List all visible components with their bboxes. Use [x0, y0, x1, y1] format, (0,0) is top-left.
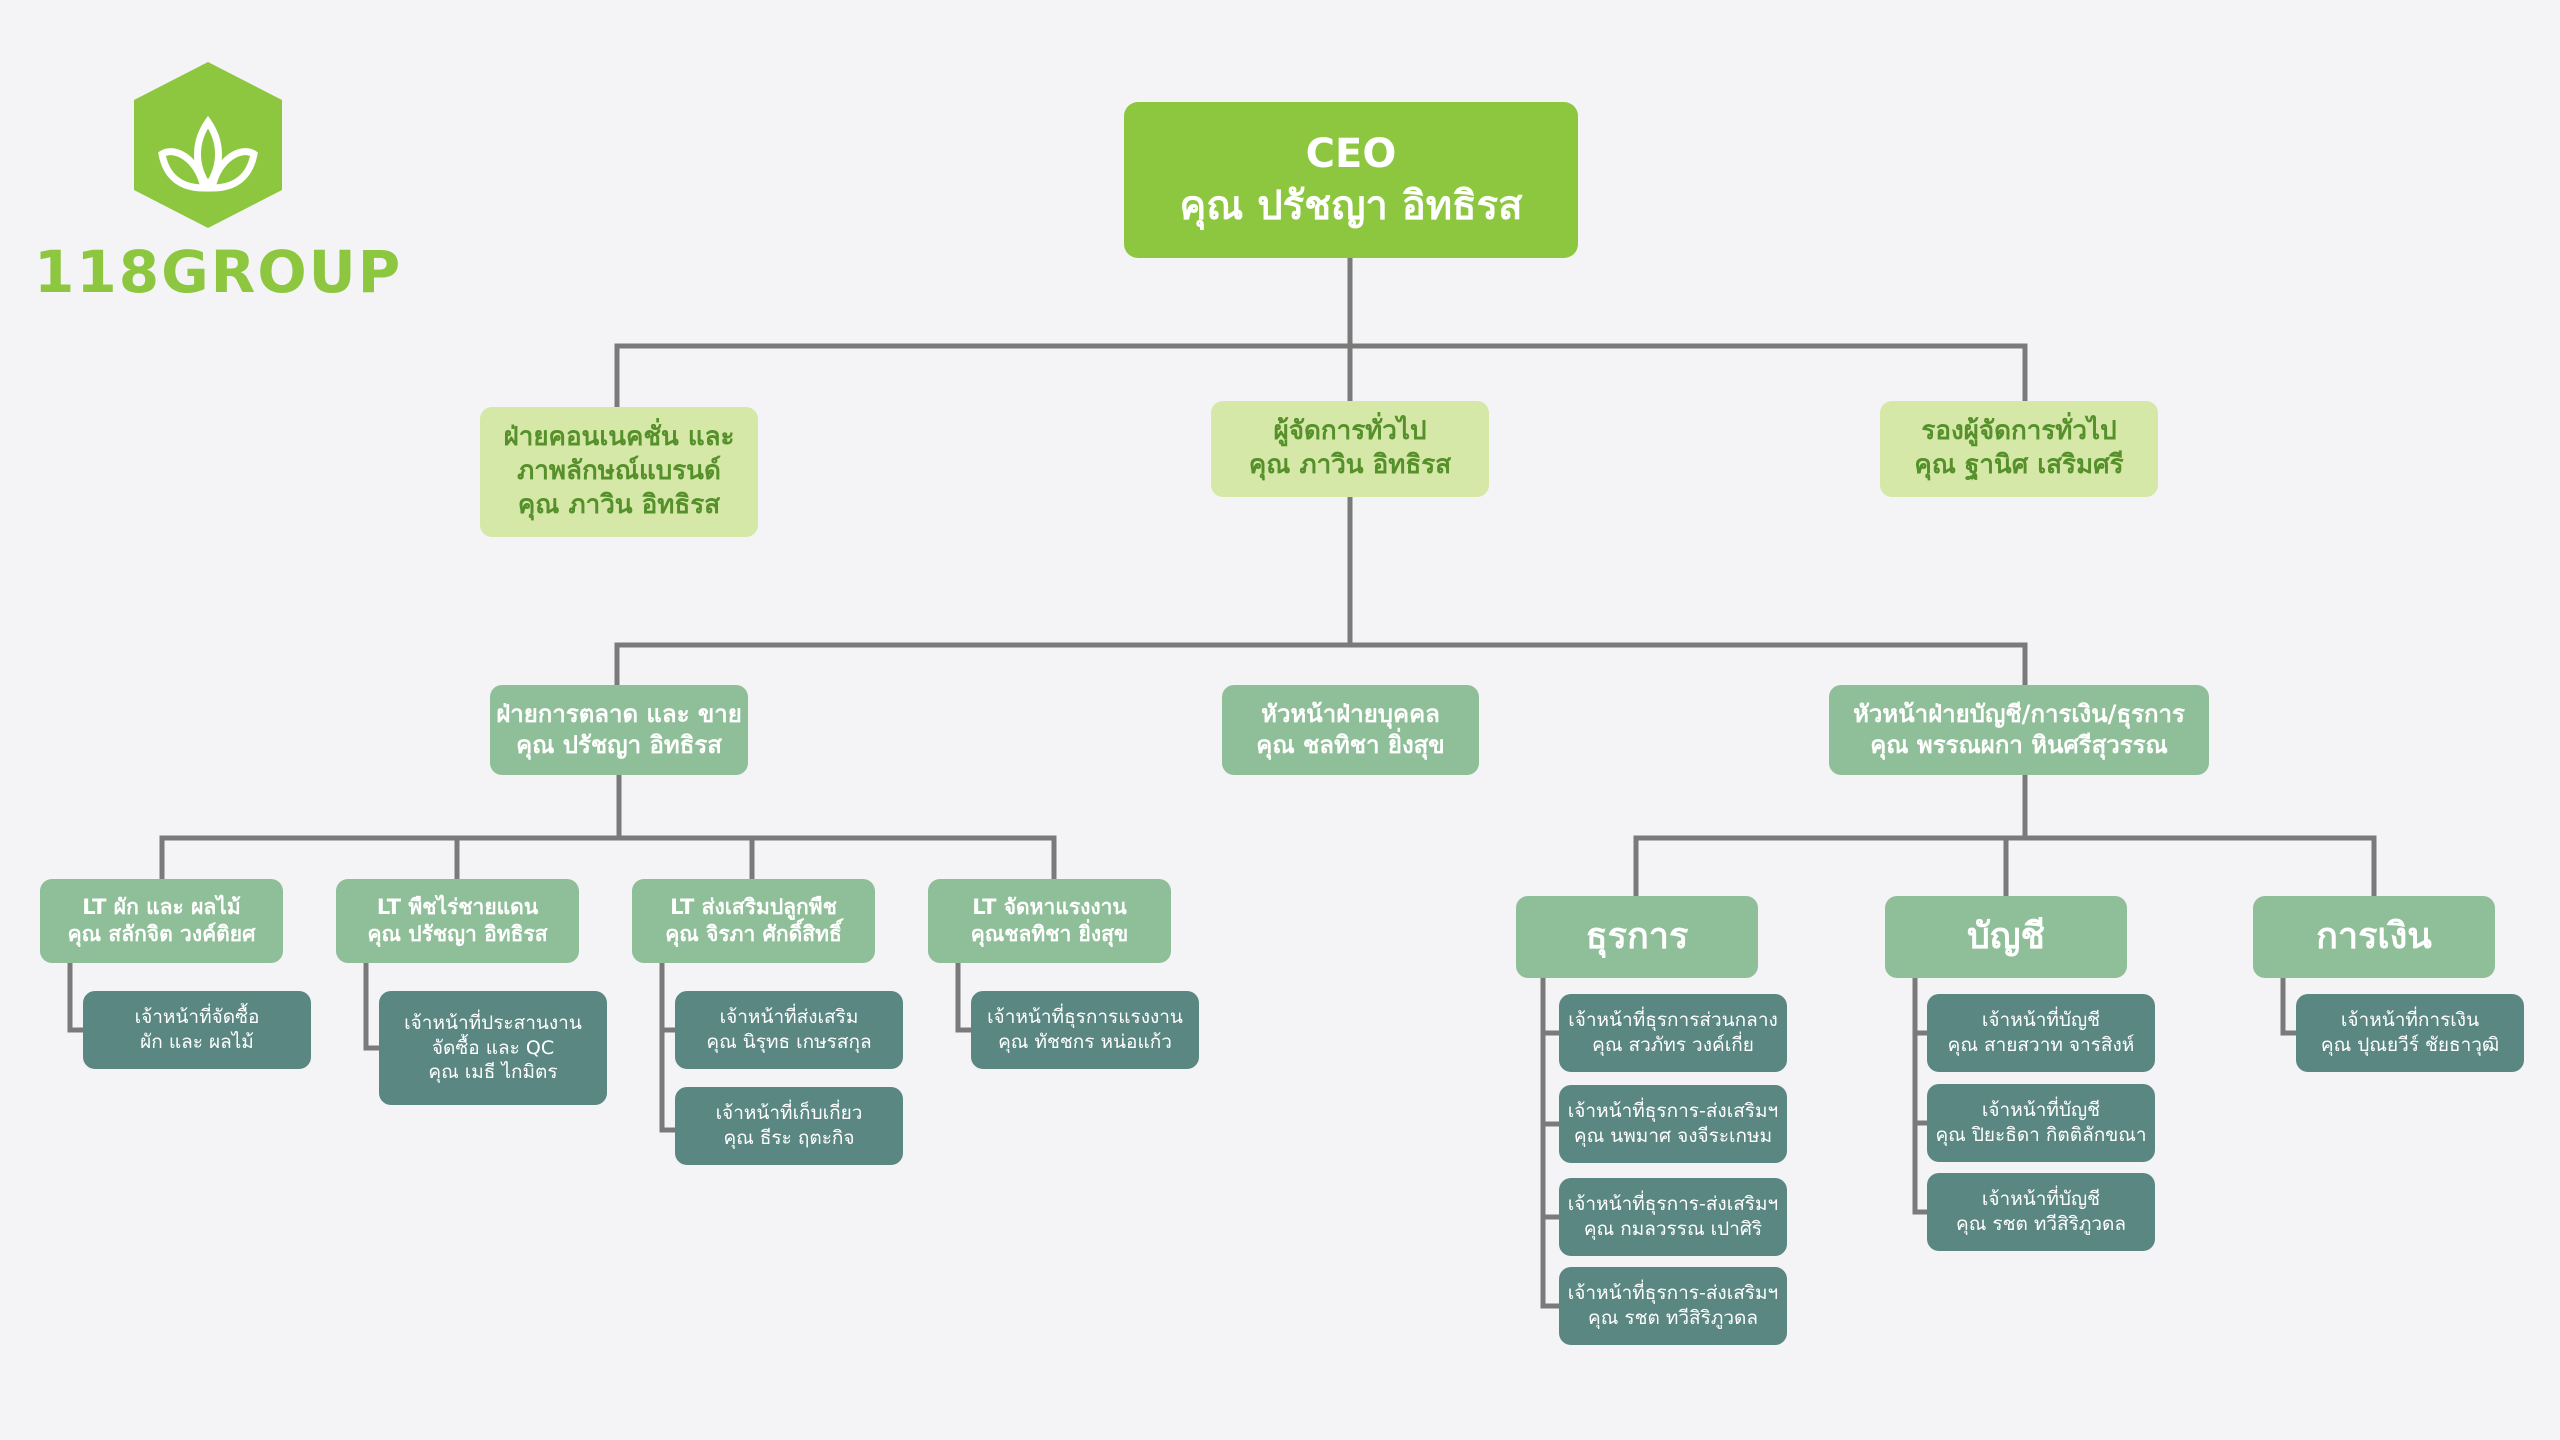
lt-labor-name: คุณชลทิชา ยิ่งสุข: [970, 922, 1129, 946]
acct-staff-1-title: เจ้าหน้าที่บัญชี: [1981, 1009, 2101, 1032]
ceo-title: CEO: [1305, 131, 1397, 177]
connector-line: [2280, 975, 2299, 1036]
staff-purchasing-title: เจ้าหน้าที่จัดซื้อ: [134, 1006, 260, 1029]
lt-veg-fruit-title: LT ผัก และ ผลไม้: [82, 894, 241, 919]
lt-border-crops-box[interactable]: LT พืชไร่ชายแดน คุณ ปรัชญา อิทธิรส: [336, 879, 579, 963]
admin-staff-2-name: คุณ นพมาศ จงจีระเกษม: [1573, 1125, 1773, 1147]
staff-labor-admin-title: เจ้าหน้าที่ธุรการแรงงาน: [987, 1006, 1183, 1029]
staff-harvest-name: คุณ ธีระ ฤตะกิจ: [723, 1127, 855, 1149]
acct-staff-1-box[interactable]: เจ้าหน้าที่บัญชี คุณ สายสวาท จารสิงห์: [1927, 994, 2155, 1072]
staff-labor-admin-box[interactable]: เจ้าหน้าที่ธุรการแรงงาน คุณ ทัชชกร หน่อแ…: [971, 991, 1199, 1069]
accounting-department-title: บัญชี: [1967, 915, 2045, 957]
hr-head-box[interactable]: หัวหน้าฝ่ายบุคคล คุณ ชลทิชา ยิ่งสุข: [1222, 685, 1479, 775]
general-manager-name: คุณ ภาวิน อิทธิรส: [1248, 450, 1452, 480]
hr-head-title: หัวหน้าฝ่ายบุคคล: [1261, 699, 1440, 728]
lt-labor-title: LT จัดหาแรงงาน: [972, 894, 1127, 919]
acct-staff-2-box[interactable]: เจ้าหน้าที่บัญชี คุณ ปิยะธิดา กิตติลักขณ…: [1927, 1084, 2155, 1162]
admin-staff-3-name: คุณ กมลวรรณ เปาศิริ: [1583, 1218, 1763, 1240]
lt-planting-title: LT ส่งเสริมปลูกพืช: [670, 894, 837, 919]
lt-planting-name: คุณ จิรภา ศักดิ์สิทธิ์: [665, 922, 842, 946]
lt-border-crops-title: LT พืชไร่ชายแดน: [376, 894, 539, 919]
lt-labor-box[interactable]: LT จัดหาแรงงาน คุณชลทิชา ยิ่งสุข: [928, 879, 1171, 963]
admin-department-title: ธุรการ: [1585, 915, 1689, 957]
connector-line: [363, 960, 382, 1051]
staff-harvest-box[interactable]: เจ้าหน้าที่เก็บเกี่ยว คุณ ธีระ ฤตะกิจ: [675, 1087, 903, 1165]
acct-staff-1-name: คุณ สายสวาท จารสิงห์: [1947, 1034, 2135, 1056]
acct-staff-3-box[interactable]: เจ้าหน้าที่บัญชี คุณ รชต ทวีสิริภูวดล: [1927, 1173, 2155, 1251]
connector-line: [159, 835, 1057, 882]
connector-line: [614, 343, 2028, 410]
admin-staff-4-title: เจ้าหน้าที่ธุรการ-ส่งเสริมฯ: [1567, 1282, 1779, 1305]
general-manager-title: ผู้จัดการทั่วไป: [1273, 416, 1427, 447]
finance-department-title: การเงิน: [2316, 915, 2432, 957]
connector-line: [67, 960, 86, 1033]
lt-veg-fruit-name: คุณ สลักจิต วงค์ติยศ: [67, 922, 256, 946]
admin-staff-1-name: คุณ สวภัทร วงค์เกี่ย: [1592, 1034, 1754, 1056]
connector-line: [1912, 975, 1930, 1215]
staff-promotion-box[interactable]: เจ้าหน้าที่ส่งเสริม คุณ นิรุทธ เกษรสกุล: [675, 991, 903, 1069]
general-manager-box[interactable]: ผู้จัดการทั่วไป คุณ ภาวิน อิทธิรส: [1211, 401, 1489, 497]
marketing-sales-title: ฝ่ายการตลาด และ ขาย: [496, 699, 742, 728]
admin-staff-4-name: คุณ รชต ทวีสิริภูวดล: [1587, 1307, 1759, 1329]
acct-staff-3-name: คุณ รชต ทวีสิริภูวดล: [1955, 1213, 2127, 1235]
marketing-sales-name: คุณ ปรัชญา อิทธิรส: [516, 731, 722, 759]
lt-border-crops-name: คุณ ปรัชญา อิทธิรส: [367, 922, 548, 946]
staff-labor-admin-name: คุณ ทัชชกร หน่อแก้ว: [998, 1031, 1172, 1053]
hr-head-name: คุณ ชลทิชา ยิ่งสุข: [1256, 731, 1445, 759]
admin-staff-3-title: เจ้าหน้าที่ธุรการ-ส่งเสริมฯ: [1567, 1193, 1779, 1216]
acct-fin-admin-head-title: หัวหน้าฝ่ายบัญชี/การเงิน/ธุรการ: [1853, 699, 2185, 728]
admin-staff-2-box[interactable]: เจ้าหน้าที่ธุรการ-ส่งเสริมฯ คุณ นพมาศ จง…: [1559, 1085, 1787, 1163]
admin-staff-2-title: เจ้าหน้าที่ธุรการ-ส่งเสริมฯ: [1567, 1100, 1779, 1123]
logo-wordmark: 118GROUP: [34, 238, 403, 306]
marketing-sales-box[interactable]: ฝ่ายการตลาด และ ขาย คุณ ปรัชญา อิทธิรส: [490, 685, 748, 775]
staff-promotion-title: เจ้าหน้าที่ส่งเสริม: [719, 1006, 859, 1029]
connector-line: [659, 960, 678, 1133]
admin-staff-4-box[interactable]: เจ้าหน้าที่ธุรการ-ส่งเสริมฯ คุณ รชต ทวีส…: [1559, 1267, 1787, 1345]
ceo-name: คุณ ปรัชญา อิทธิรส: [1179, 183, 1523, 229]
finance-department-box[interactable]: การเงิน: [2253, 896, 2495, 978]
accounting-department-box[interactable]: บัญชี: [1885, 896, 2127, 978]
acct-staff-2-name: คุณ ปิยะธิดา กิตติลักขณา: [1935, 1124, 2147, 1146]
deputy-gm-box[interactable]: รองผู้จัดการทั่วไป คุณ ฐานิศ เสริมศรี: [1880, 401, 2158, 497]
staff-coordination-box[interactable]: เจ้าหน้าที่ประสานงาน จัดซื้อ และ QC คุณ …: [379, 991, 607, 1105]
staff-coordination-title: เจ้าหน้าที่ประสานงาน: [404, 1011, 582, 1034]
acct-staff-3-title: เจ้าหน้าที่บัญชี: [1981, 1188, 2101, 1211]
admin-staff-1-box[interactable]: เจ้าหน้าที่ธุรการส่วนกลาง คุณ สวภัทร วงค…: [1559, 994, 1787, 1072]
connector-line: [1540, 975, 1562, 1309]
finance-staff-1-name: คุณ ปุณยวีร์ ชัยธาวุฒิ: [2320, 1034, 2500, 1056]
staff-coordination-name: คุณ เมธี ไกมิตร: [428, 1061, 558, 1084]
acct-staff-2-title: เจ้าหน้าที่บัญชี: [1981, 1099, 2101, 1122]
staff-purchasing-name: ผัก และ ผลไม้: [140, 1031, 254, 1053]
staff-coordination-line2: จัดซื้อ และ QC: [431, 1036, 555, 1059]
staff-promotion-name: คุณ นิรุทธ เกษรสกุล: [706, 1031, 872, 1053]
finance-staff-1-title: เจ้าหน้าที่การเงิน: [2340, 1009, 2480, 1032]
admin-staff-1-title: เจ้าหน้าที่ธุรการส่วนกลาง: [1568, 1009, 1778, 1032]
deputy-gm-title: รองผู้จัดการทั่วไป: [1921, 416, 2117, 447]
connection-brand-line1: ฝ่ายคอนเนคชั่น และ: [503, 422, 735, 453]
lt-planting-box[interactable]: LT ส่งเสริมปลูกพืช คุณ จิรภา ศักดิ์สิทธิ…: [632, 879, 875, 963]
acct-fin-admin-head-box[interactable]: หัวหน้าฝ่ายบัญชี/การเงิน/ธุรการ คุณ พรรณ…: [1829, 685, 2209, 775]
connection-brand-line2: ภาพลักษณ์แบรนด์: [517, 456, 721, 487]
deputy-gm-name: คุณ ฐานิศ เสริมศรี: [1914, 450, 2124, 480]
acct-fin-admin-head-name: คุณ พรรณผกา หินศรีสุวรรณ: [1870, 731, 2168, 759]
staff-purchasing-box[interactable]: เจ้าหน้าที่จัดซื้อ ผัก และ ผลไม้: [83, 991, 311, 1069]
staff-harvest-title: เจ้าหน้าที่เก็บเกี่ยว: [715, 1102, 863, 1125]
lt-veg-fruit-box[interactable]: LT ผัก และ ผลไม้ คุณ สลักจิต วงค์ติยศ: [40, 879, 283, 963]
connector-line: [955, 960, 974, 1033]
connection-brand-box[interactable]: ฝ่ายคอนเนคชั่น และ ภาพลักษณ์แบรนด์ คุณ ภ…: [480, 407, 758, 537]
admin-staff-3-box[interactable]: เจ้าหน้าที่ธุรการ-ส่งเสริมฯ คุณ กมลวรรณ …: [1559, 1178, 1787, 1256]
admin-department-box[interactable]: ธุรการ: [1516, 896, 1758, 978]
ceo-box[interactable]: CEO คุณ ปรัชญา อิทธิรส: [1124, 102, 1578, 258]
company-logo: 118GROUP: [34, 58, 403, 308]
connector-line: [614, 642, 2028, 688]
connection-brand-name: คุณ ภาวิน อิทธิรส: [517, 489, 721, 520]
finance-staff-1-box[interactable]: เจ้าหน้าที่การเงิน คุณ ปุณยวีร์ ชัยธาวุฒ…: [2296, 994, 2524, 1072]
lotus-hexagon-icon: [134, 62, 282, 228]
